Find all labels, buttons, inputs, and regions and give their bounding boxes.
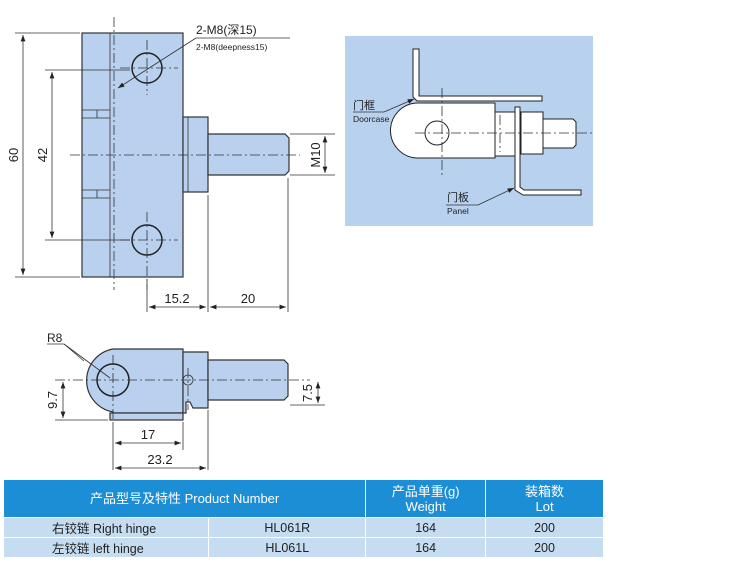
dim-shaft: 20 bbox=[241, 291, 255, 306]
dim-height: 60 bbox=[6, 148, 21, 162]
dim-total: 23.2 bbox=[147, 452, 172, 467]
technical-drawing: 60 42 M10 15.2 20 2-M8(深15) 2-M8(deepnes… bbox=[6, 17, 593, 471]
header-weight: 产品单重(g)Weight bbox=[365, 480, 487, 518]
cell-weight: 164 bbox=[365, 517, 487, 538]
radius-label: R8 bbox=[47, 331, 63, 345]
cell-model: HL061L bbox=[208, 537, 367, 557]
panel-label-cn: 门板 bbox=[447, 190, 469, 204]
header-lot-cn: 装箱数 bbox=[525, 483, 565, 499]
cell-lot: 200 bbox=[485, 537, 604, 557]
hole-label-cn: 2-M8(深15) bbox=[196, 23, 257, 37]
dim-hole-spacing: 42 bbox=[35, 148, 50, 162]
cell-desc: 左铰链 left hinge bbox=[4, 537, 210, 557]
doorcase-label-en: Doorcase bbox=[353, 114, 390, 124]
panel-label-en: Panel bbox=[447, 206, 469, 216]
header-lot-en: Lot bbox=[535, 498, 554, 514]
header-weight-cn: 产品单重(g) bbox=[391, 483, 460, 499]
cell-desc: 右铰链 Right hinge bbox=[4, 517, 210, 538]
product-table: 产品型号及特性 Product Number 产品单重(g)Weight 装箱数… bbox=[4, 480, 604, 557]
header-weight-en: Weight bbox=[405, 498, 446, 514]
dim-hole-offset: 9.7 bbox=[45, 391, 60, 409]
dim-body: 17 bbox=[141, 427, 155, 442]
dim-thread: M10 bbox=[308, 142, 323, 167]
installation-diagram: 门框 Doorcase 门板 Panel bbox=[345, 36, 593, 226]
dim-shaft-half: 7.5 bbox=[300, 384, 315, 402]
hole-label-en: 2-M8(deepness15) bbox=[196, 42, 268, 52]
table-row: 右铰链 Right hinge HL061R 164 200 bbox=[4, 517, 604, 538]
table-row: 左铰链 left hinge HL061L 164 200 bbox=[4, 537, 604, 557]
hinge-side-view: R8 9.7 7.5 17 23.2 bbox=[45, 331, 325, 471]
hinge-front-view: 60 42 M10 15.2 20 2-M8(深15) 2-M8(deepnes… bbox=[6, 17, 335, 312]
cell-model: HL061R bbox=[208, 517, 367, 538]
header-product: 产品型号及特性 Product Number bbox=[4, 480, 367, 518]
doorcase-label-cn: 门框 bbox=[353, 98, 375, 112]
cell-weight: 164 bbox=[365, 537, 487, 557]
dim-collar: 15.2 bbox=[164, 291, 189, 306]
table-header-row: 产品型号及特性 Product Number 产品单重(g)Weight 装箱数… bbox=[4, 480, 604, 518]
cell-lot: 200 bbox=[485, 517, 604, 538]
